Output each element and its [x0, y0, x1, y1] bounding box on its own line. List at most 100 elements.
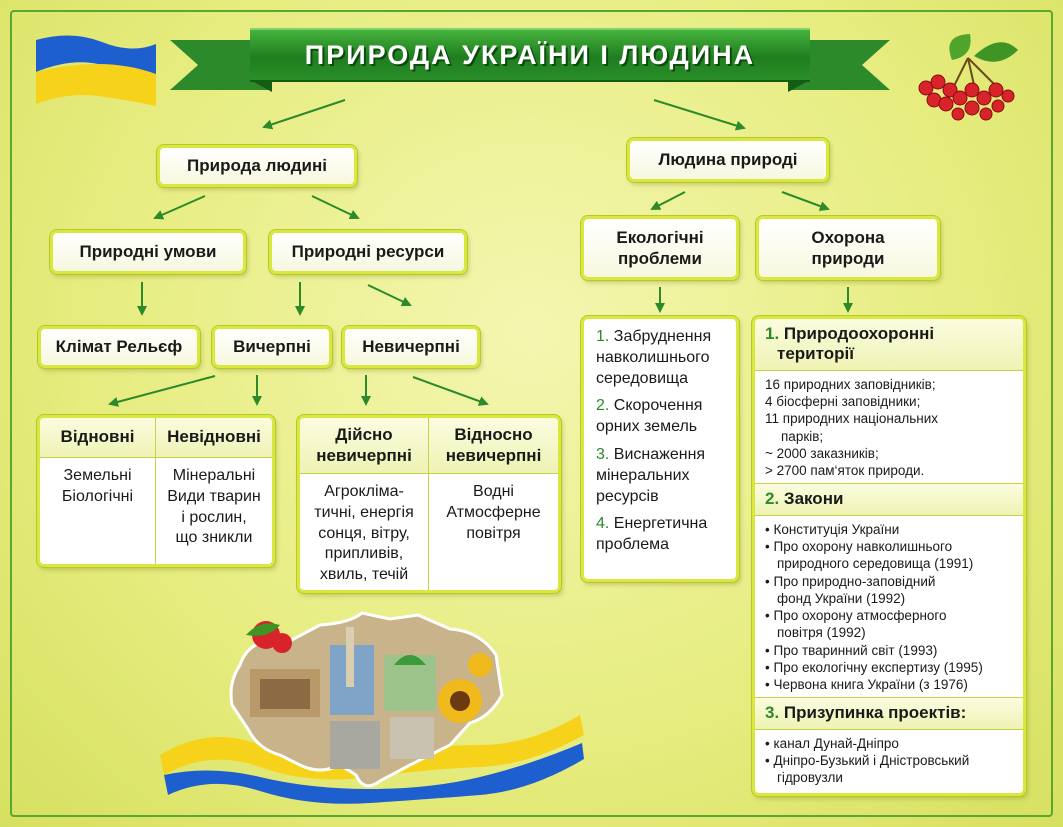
list-line: ресурсів [596, 487, 659, 505]
text-line: парків; [781, 428, 824, 444]
law-item: Червона книга України (з 1976) [765, 676, 1013, 693]
box-label: Клімат Рельєф [55, 337, 183, 357]
box-label: Невичерпні [362, 337, 460, 357]
cell-line: хвиль, течій [319, 566, 409, 584]
law-item-cont: природного середовища (1991) [777, 556, 974, 572]
cell-line: Мінеральні [172, 467, 256, 484]
cell-line: Атмосферне [446, 503, 541, 521]
table-cell: Агрокліма- тичні, енергія сонця, вітру, … [300, 474, 429, 590]
header-line: невичерпні [316, 445, 412, 465]
section-number: 2. [765, 489, 780, 509]
list-line: Забруднення [613, 328, 712, 345]
cell-line: і рослин, [181, 508, 247, 526]
box-label: Природні умови [79, 242, 217, 262]
cell-line: припливів, [324, 545, 404, 563]
list-line: проблема [596, 536, 670, 554]
law-item: Конституція України [765, 521, 1013, 538]
box-label-line: проблеми [618, 249, 702, 268]
list-line: Енергетична [613, 515, 708, 533]
list-number: 1. [596, 328, 610, 345]
project-item: Дніпро-Бузький і Дністровський [765, 752, 1013, 769]
table-exhaustible-types: Відновні Невідновні Земельні Біологічні … [37, 415, 275, 567]
cell-line: що зникли [175, 529, 253, 547]
box-label: Природні ресурси [291, 242, 445, 262]
list-item: 2. Скорочення орних земель [596, 396, 726, 438]
cell-line: сонця, вітру, [318, 524, 410, 542]
list-line: середовища [596, 369, 689, 387]
law-item: Про тваринний світ (1993) [765, 642, 1013, 659]
law-item: Про природно-заповідний [765, 573, 1013, 590]
section-header-laws: 2. Закони [755, 483, 1023, 516]
header-line: Дійсно [335, 425, 393, 445]
text-line: 16 природних заповідників; [765, 376, 936, 392]
cell-line: Види тварин [167, 487, 261, 505]
cell-line: Водні [473, 483, 514, 500]
section-title: Природоохоронні [783, 324, 935, 343]
box-exhaustible: Вичерпні [212, 326, 332, 368]
section-header-protected-areas: 1. Природоохоронні території [755, 319, 1023, 371]
text-line: 4 біосферні заповідники; [765, 394, 921, 410]
page-title: ПРИРОДА УКРАЇНИ І ЛЮДИНА [304, 39, 756, 70]
box-natural-conditions: Природні умови [50, 230, 246, 274]
text-line: ~ 2000 заказників; [765, 445, 879, 461]
project-item-cont: гідровузли [777, 770, 843, 786]
table-cell: Земельні Біологічні [40, 458, 156, 564]
project-item: канал Дунай-Дніпро [765, 735, 1013, 752]
list-line: навколишнього [596, 348, 710, 366]
law-item-cont: фонд України (1992) [777, 590, 906, 606]
cell-line: Земельні [63, 467, 132, 484]
list-item: 1. Забруднення навколишнього середовища [596, 327, 726, 389]
list-line: орних земель [596, 418, 698, 436]
ukraine-flag-icon [36, 35, 156, 106]
law-item: Про охорону навколишнього [765, 538, 1013, 555]
box-label: Вичерпні [233, 337, 311, 357]
cell-line: Біологічні [61, 487, 134, 505]
box-label: Людина природі [658, 150, 798, 170]
box-nature-for-human: Природа людині [157, 145, 357, 187]
box-label: Природа людині [187, 156, 327, 176]
text-line: > 2700 пам‘яток природи. [765, 463, 925, 479]
ribbon-main: ПРИРОДА УКРАЇНИ І ЛЮДИНА [250, 28, 810, 82]
section-number: 3. [765, 703, 780, 723]
ukraine-map-collage-icon [160, 611, 584, 804]
cell-line: повітря [466, 524, 521, 542]
panel-nature-protection-details: 1. Природоохоронні території 16 природни… [752, 316, 1026, 796]
cell-line: Агрокліма- [324, 483, 404, 500]
law-item: Про охорону атмосферного [765, 607, 1013, 624]
list-item: 4. Енергетична проблема [596, 514, 726, 556]
list-line: Виснаження [613, 445, 706, 463]
list-number: 2. [596, 397, 610, 415]
list-line: Скорочення [613, 397, 703, 415]
title-ribbon: ПРИРОДА УКРАЇНИ І ЛЮДИНА [170, 22, 890, 100]
panel-eco-problems-list: 1. Забруднення навколишнього середовища … [581, 316, 739, 582]
list-number: 4. [596, 515, 610, 533]
section-number: 1. [765, 324, 780, 343]
box-inexhaustible: Невичерпні [342, 326, 480, 368]
box-label-line: Охорона [811, 227, 885, 247]
cell-line: тичні, енергія [314, 503, 414, 521]
header-line: Відносно [454, 425, 533, 445]
section-header-suspended-projects: 3. Призупинка проектів: [755, 697, 1023, 730]
section-body-laws: Конституція України Про охорону навколиш… [755, 516, 1023, 698]
section-body-protected-areas: 16 природних заповідників; 4 біосферні з… [755, 371, 1023, 484]
law-item: Про екологічну експертизу (1995) [765, 659, 1013, 676]
box-natural-resources: Природні ресурси [269, 230, 467, 274]
box-human-for-nature: Людина природі [627, 138, 829, 182]
table-header: Невідновні [156, 418, 272, 458]
header-line: невичерпні [445, 445, 542, 465]
box-label-line: Екологічні [616, 227, 704, 247]
text-line: 11 природних національних [765, 411, 939, 427]
section-body-suspended-projects: канал Дунай-Дніпро Дніпро-Бузький і Дніс… [755, 730, 1023, 791]
viburnum-berries-icon [918, 34, 1018, 121]
box-climate-relief: Клімат Рельєф [38, 326, 200, 368]
section-title: Закони [783, 489, 844, 509]
box-ecological-problems: Екологічні проблеми [581, 216, 739, 280]
table-cell: Водні Атмосферне повітря [429, 474, 558, 590]
list-item: 3. Виснаження мінеральних ресурсів [596, 445, 726, 507]
list-number: 3. [596, 445, 610, 463]
section-title: Призупинка проектів: [783, 703, 967, 723]
